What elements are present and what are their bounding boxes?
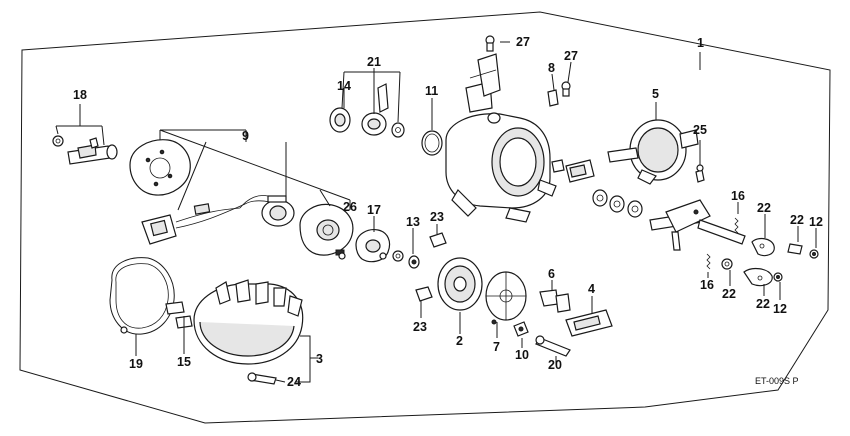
part-12-clip-right bbox=[809, 249, 819, 259]
callout-25: 25 bbox=[693, 123, 707, 137]
callout-19: 19 bbox=[129, 357, 143, 371]
callout-22: 22 bbox=[757, 201, 771, 215]
part-9-connector bbox=[141, 195, 271, 245]
leader-lines bbox=[55, 41, 817, 383]
part-5-vacuum-advance bbox=[607, 119, 699, 185]
part-8-clip bbox=[547, 89, 559, 107]
part-12-clip-lower bbox=[773, 272, 783, 282]
callout-10: 10 bbox=[515, 348, 529, 362]
part-16-spring-upper bbox=[734, 217, 739, 234]
callout-16b: 16 bbox=[700, 278, 714, 292]
part-7-spider-plate bbox=[485, 271, 527, 325]
part-3-distributor-cap bbox=[193, 279, 304, 365]
callout-22b: 22 bbox=[790, 213, 804, 227]
part-22-washer-right bbox=[787, 243, 803, 255]
part-9-pickup-coil bbox=[261, 195, 295, 227]
callout-22c: 22 bbox=[722, 287, 736, 301]
part-22-weight-upper bbox=[751, 237, 775, 257]
part-19-gasket bbox=[109, 257, 175, 335]
callout-27b: 27 bbox=[564, 49, 578, 63]
part-27-screw-top bbox=[485, 35, 495, 52]
callout-5: 5 bbox=[652, 87, 659, 101]
part-24-screw bbox=[247, 372, 277, 385]
part-11-o-ring bbox=[421, 130, 443, 156]
callout-13: 13 bbox=[406, 215, 420, 229]
assembly-boundary bbox=[19, 11, 831, 424]
part-21-bushing bbox=[361, 83, 389, 136]
part-22-weight-lower bbox=[743, 267, 773, 287]
part-14-oil-seal bbox=[329, 107, 351, 133]
callout-23: 23 bbox=[430, 210, 444, 224]
callout-21: 21 bbox=[367, 55, 381, 69]
part-10-wing-nut bbox=[513, 321, 529, 337]
main-shaft-assembly bbox=[649, 199, 746, 251]
part-22-washer-lower bbox=[721, 258, 733, 270]
callout-14: 14 bbox=[337, 79, 351, 93]
callout-9: 9 bbox=[242, 129, 249, 143]
callout-17: 17 bbox=[367, 203, 381, 217]
part-18-shaft bbox=[52, 135, 118, 165]
callout-24: 24 bbox=[287, 375, 301, 389]
callout-20: 20 bbox=[548, 358, 562, 372]
callout-22d: 22 bbox=[756, 297, 770, 311]
part-16-spring-lower bbox=[706, 253, 711, 270]
part-4-bracket bbox=[565, 309, 613, 337]
callout-12b: 12 bbox=[773, 302, 787, 316]
part-2-rotor-plate bbox=[437, 257, 483, 311]
part-20-bolt bbox=[535, 335, 571, 357]
callout-16: 16 bbox=[731, 189, 745, 203]
part-27-screw-right bbox=[561, 81, 571, 97]
distributor-housing bbox=[445, 53, 557, 223]
callout-1: 1 bbox=[697, 36, 704, 50]
part-25-screw bbox=[695, 164, 705, 183]
callout-6: 6 bbox=[548, 267, 555, 281]
callout-4: 4 bbox=[588, 282, 595, 296]
drawing-code: ET-009S P bbox=[755, 376, 799, 386]
callout-27: 27 bbox=[516, 35, 530, 49]
part-17-igniter bbox=[355, 229, 391, 263]
part-23-seal-upper bbox=[429, 232, 447, 248]
callout-11: 11 bbox=[425, 84, 438, 98]
callout-2: 2 bbox=[456, 334, 463, 348]
part-26-reluctor-plate bbox=[299, 203, 354, 260]
housing-seal-bracket bbox=[551, 159, 595, 183]
part-23-seal-lower bbox=[415, 286, 433, 302]
callout-7: 7 bbox=[493, 340, 500, 354]
callout-15: 15 bbox=[177, 355, 191, 369]
part-13-washer bbox=[392, 250, 420, 269]
callout-3: 3 bbox=[316, 352, 323, 366]
part-15-pins bbox=[165, 301, 193, 329]
callout-26: 26 bbox=[343, 200, 357, 214]
callout-8: 8 bbox=[548, 61, 555, 75]
shaft-washers bbox=[592, 189, 643, 218]
callout-18: 18 bbox=[73, 88, 87, 102]
callout-23b: 23 bbox=[413, 320, 427, 334]
part-6-terminal bbox=[539, 289, 571, 313]
part-21-washer bbox=[391, 122, 405, 138]
part-9-pickup-plate bbox=[129, 139, 191, 196]
callout-12: 12 bbox=[809, 215, 823, 229]
